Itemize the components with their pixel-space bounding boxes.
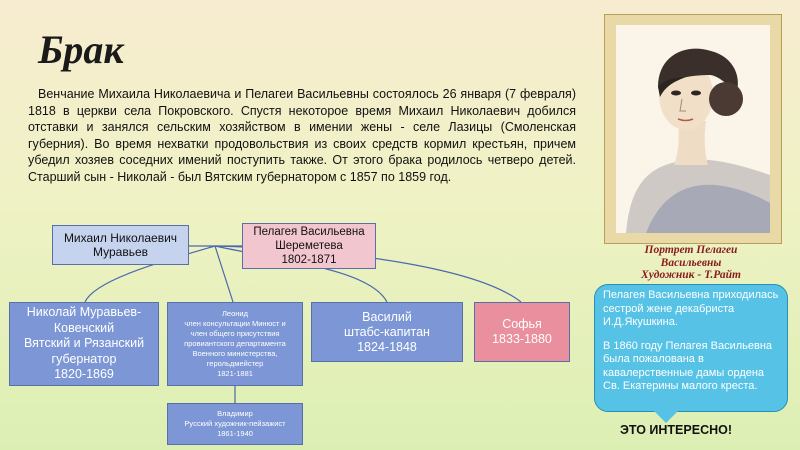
marriage-paragraph: Венчание Михаила Николаевича и Пелагеи В… <box>28 87 576 184</box>
person-line: Ковенский <box>53 320 115 335</box>
caption-line: Васильевны <box>660 256 722 269</box>
person-line: штабс-капитан <box>344 324 430 339</box>
portrait-caption: Портрет Пелагеи Васильевны Художник - Т.… <box>606 244 776 282</box>
note-paragraph: Пелагея Васильевна приходилась сестрой ж… <box>603 289 779 328</box>
person-line: Николай Муравьев- <box>26 305 142 320</box>
person-line: 1833-1880 <box>492 332 552 346</box>
person-nikolai: Николай Муравьев- Ковенский Вятский и Ря… <box>9 302 159 386</box>
person-line: 1861-1940 <box>217 429 253 438</box>
person-mikhail: Михаил Николаевич Муравьев <box>52 225 189 265</box>
person-line: Софья <box>502 317 542 331</box>
person-line: провиантского департамента <box>184 339 286 348</box>
person-line: член общего присутствия <box>190 329 280 338</box>
person-line: Владимир <box>217 409 253 418</box>
person-vladimir: Владимир Русский художник-пейзажист 1861… <box>167 403 303 445</box>
person-line: Михаил Николаевич <box>63 231 178 245</box>
person-line: Леонид <box>222 309 248 318</box>
person-line: 1824-1848 <box>357 339 417 354</box>
note-paragraph: В 1860 году Пелагея Васильевна была пожа… <box>603 339 773 393</box>
interesting-note: Пелагея Васильевна приходилась сестрой ж… <box>594 284 788 412</box>
caption-line: Портрет Пелагеи <box>644 244 738 256</box>
interesting-label: ЭТО ИНТЕРЕСНО! <box>620 423 733 437</box>
person-vasily: Василий штабс-капитан 1824-1848 <box>311 302 463 362</box>
person-pelageya: Пелагея Васильевна Шереметева 1802-1871 <box>242 223 376 269</box>
person-line: 1821-1881 <box>217 369 253 378</box>
caption-line: Художник - Т.Райт <box>641 269 741 281</box>
person-line: Василий <box>362 309 412 324</box>
person-sofya: Софья 1833-1880 <box>474 302 570 362</box>
person-line: Пелагея Васильевна <box>253 226 365 238</box>
slide-title: Брак <box>38 27 124 72</box>
person-line: 1802-1871 <box>281 254 337 266</box>
person-leonid: Леонид член консультации Минюст и член о… <box>167 302 303 386</box>
person-line: член консультации Минюст и <box>184 319 286 328</box>
person-line: губернатор <box>51 351 117 366</box>
person-line: 1820-1869 <box>54 367 114 382</box>
portrait-frame <box>604 14 782 244</box>
person-line: Русский художник-пейзажист <box>184 419 286 428</box>
person-line: герольдмейстер <box>206 359 264 368</box>
note-pointer <box>652 409 680 423</box>
portrait-drawing <box>616 25 770 233</box>
person-line: Военного министерства, <box>192 349 278 358</box>
person-line: Вятский и Рязанский <box>23 336 145 351</box>
person-line: Шереметева <box>275 240 343 252</box>
person-line: Муравьев <box>92 245 149 259</box>
portrait-image <box>616 25 770 233</box>
